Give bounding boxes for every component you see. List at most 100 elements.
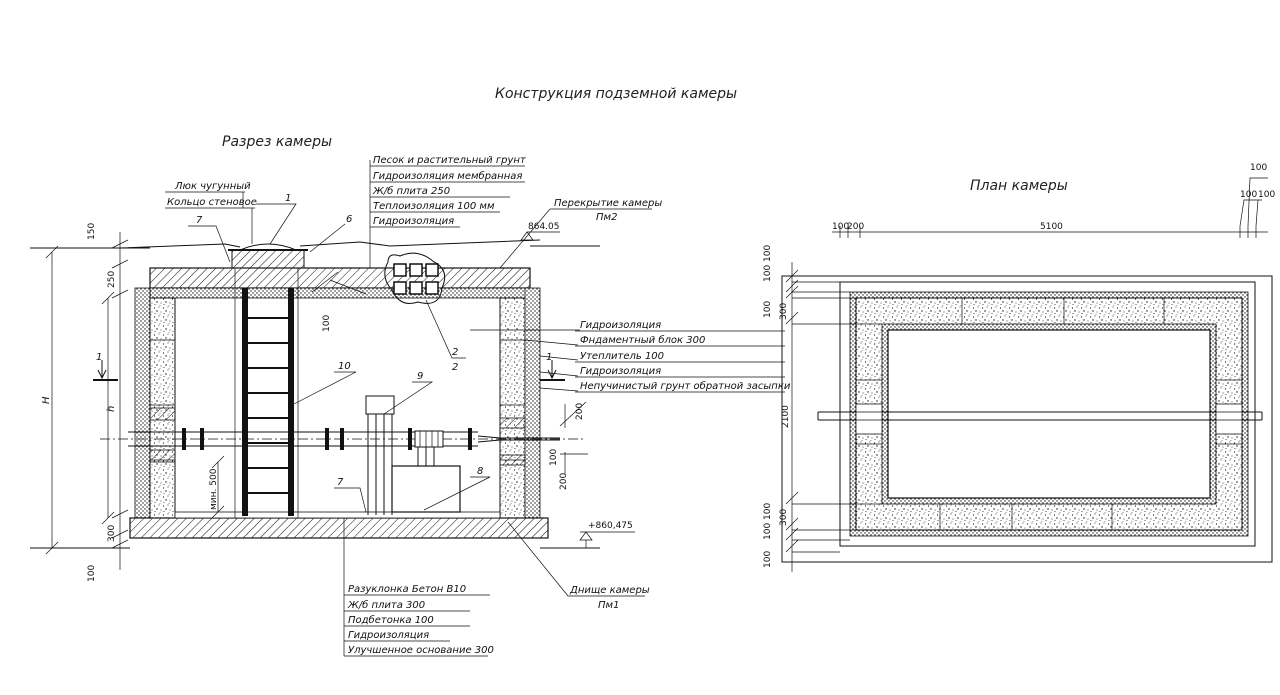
left-wall-sleeve-top — [149, 407, 176, 421]
plan-sleeve-left — [855, 403, 883, 435]
leader-7a — [188, 225, 231, 263]
floor-slab — [129, 517, 549, 539]
plan-left-dimension — [785, 262, 882, 572]
right-wall-sleeve-top — [499, 417, 526, 429]
top-level-value: 864.05 — [528, 222, 560, 232]
marker-6: 6 — [346, 214, 352, 225]
pipeline — [100, 428, 585, 466]
left-wall-insulation — [134, 287, 151, 519]
ground-line-right — [299, 239, 600, 247]
plan-dim-v100-b: 100 — [763, 265, 773, 282]
top-level-mark — [520, 231, 560, 241]
plan-view: 100 200 5100 100 100 100 100 100 100 300… — [763, 163, 1275, 572]
leader-10 — [293, 371, 357, 405]
main-title: Конструкция подземной камеры — [495, 86, 737, 102]
plan-title: План камеры — [970, 178, 1068, 194]
floor-screed — [174, 511, 501, 519]
floor-layer-3: Гидроизоляция — [348, 630, 429, 641]
dim-200-top: 200 — [575, 403, 585, 420]
plan-dim-v100-c: 100 — [763, 301, 773, 318]
dim-250: 250 — [107, 271, 117, 288]
wall-layer-3: Гидроизоляция — [580, 366, 661, 377]
roof-slab — [149, 267, 531, 289]
leader-8 — [423, 476, 491, 511]
leader-1 — [256, 203, 297, 245]
wall-layer-1: Фндаментный блок 300 — [580, 334, 705, 346]
dim-h: h — [106, 406, 117, 412]
plan-dim-5100: 5100 — [1040, 222, 1063, 232]
dim-300-floor: 300 — [107, 525, 117, 542]
right-wall-block — [499, 297, 526, 519]
dim-100-pipe: 100 — [549, 449, 559, 466]
cut-marker-left: 1 — [93, 352, 118, 381]
floor-layers-callout: Разуклонка Бетон В10 Ж/б плита 300 Подбе… — [343, 518, 494, 657]
marker-10: 10 — [338, 361, 351, 372]
leader-9 — [383, 381, 434, 415]
dim-150: 150 — [87, 223, 97, 240]
dim-min-500: мин. 500 — [209, 468, 219, 510]
floor-callout-leader — [507, 521, 645, 597]
plan-slab-outline — [839, 281, 1256, 547]
roof-insulation — [149, 287, 531, 299]
dim-100-roof: 100 — [322, 315, 332, 332]
valve-stand — [367, 396, 393, 515]
plan-dim-v100-a: 100 — [763, 245, 773, 262]
leader-6 — [309, 223, 346, 253]
plan-block-joints — [856, 298, 1242, 530]
svg-text:1: 1 — [546, 352, 552, 363]
left-wall-sleeve-bottom — [149, 449, 176, 463]
plan-dim-100-left: 100 — [832, 222, 849, 232]
label-roof-sub: Пм2 — [596, 212, 617, 223]
plan-top-dimension — [832, 177, 1268, 238]
ladder — [242, 288, 294, 516]
wall-layer-2: Утеплитель 100 — [580, 351, 664, 362]
marker-2: 2 — [452, 347, 458, 358]
plan-dim-200-left: 200 — [847, 222, 864, 232]
plan-sleeve-right — [1215, 403, 1243, 435]
floor-layer-1: Ж/б плита 300 — [347, 599, 425, 611]
leader-2 — [425, 299, 466, 359]
roof-layers-callout: Песок и растительный грунт Гидроизоляция… — [369, 155, 527, 268]
label-ring: Кольцо стеновое — [167, 197, 257, 208]
dim-100-floor: 100 — [87, 565, 97, 582]
hatch-dome — [239, 243, 297, 251]
bottom-level-value: +860,475 — [588, 521, 633, 531]
plan-outer-outline — [781, 275, 1273, 563]
marker-2-sub: 2 — [452, 362, 458, 373]
plan-interior — [887, 329, 1211, 499]
right-wall-insulation — [524, 287, 541, 519]
marker-7a: 7 — [196, 215, 203, 226]
marker-9: 9 — [417, 371, 423, 382]
plan-dim-100-b: 100 — [1240, 190, 1257, 200]
section-dimensions — [45, 232, 588, 570]
ground-line-left — [30, 243, 241, 249]
plan-dim-100-top: 100 — [1250, 163, 1267, 173]
valve-stand-top — [365, 395, 395, 415]
floor-layer-0: Разуклонка Бетон В10 — [348, 584, 466, 595]
marker-8: 8 — [477, 466, 483, 477]
wall-ring — [231, 249, 305, 269]
leader-7b — [334, 487, 367, 513]
plan-dim-100-c: 100 — [1258, 190, 1275, 200]
marker-1: 1 — [285, 193, 291, 204]
plan-dim-v300-b: 300 — [779, 509, 789, 526]
label-floor: Днище камеры — [569, 585, 650, 596]
bottom-level-mark — [579, 531, 635, 548]
plan-pipe — [817, 411, 1263, 421]
dim-H: H — [41, 396, 52, 404]
plan-dim-v100-f: 100 — [763, 551, 773, 568]
wall-layer-0: Гидроизоляция — [580, 320, 661, 331]
roof-layer-0: Песок и растительный грунт — [373, 155, 527, 166]
label-roof: Перекрытие камеры — [554, 198, 662, 209]
floor-layer-4: Улучшенное основание 300 — [348, 645, 494, 656]
svg-text:1: 1 — [96, 352, 102, 363]
roof-callout-leader — [499, 208, 652, 269]
plan-dim-v100-e: 100 — [763, 523, 773, 540]
wall-layers-callout: Гидроизоляция Фндаментный блок 300 Утепл… — [470, 320, 791, 393]
hatch-label-leader — [165, 191, 255, 244]
plan-dim-2100: 2100 — [781, 405, 791, 428]
roof-layer-1: Гидроизоляция мембранная — [373, 170, 522, 182]
roof-layer-4: Гидроизоляция — [373, 216, 454, 227]
equipment-block — [391, 465, 461, 513]
label-floor-sub: Пм1 — [598, 600, 619, 611]
